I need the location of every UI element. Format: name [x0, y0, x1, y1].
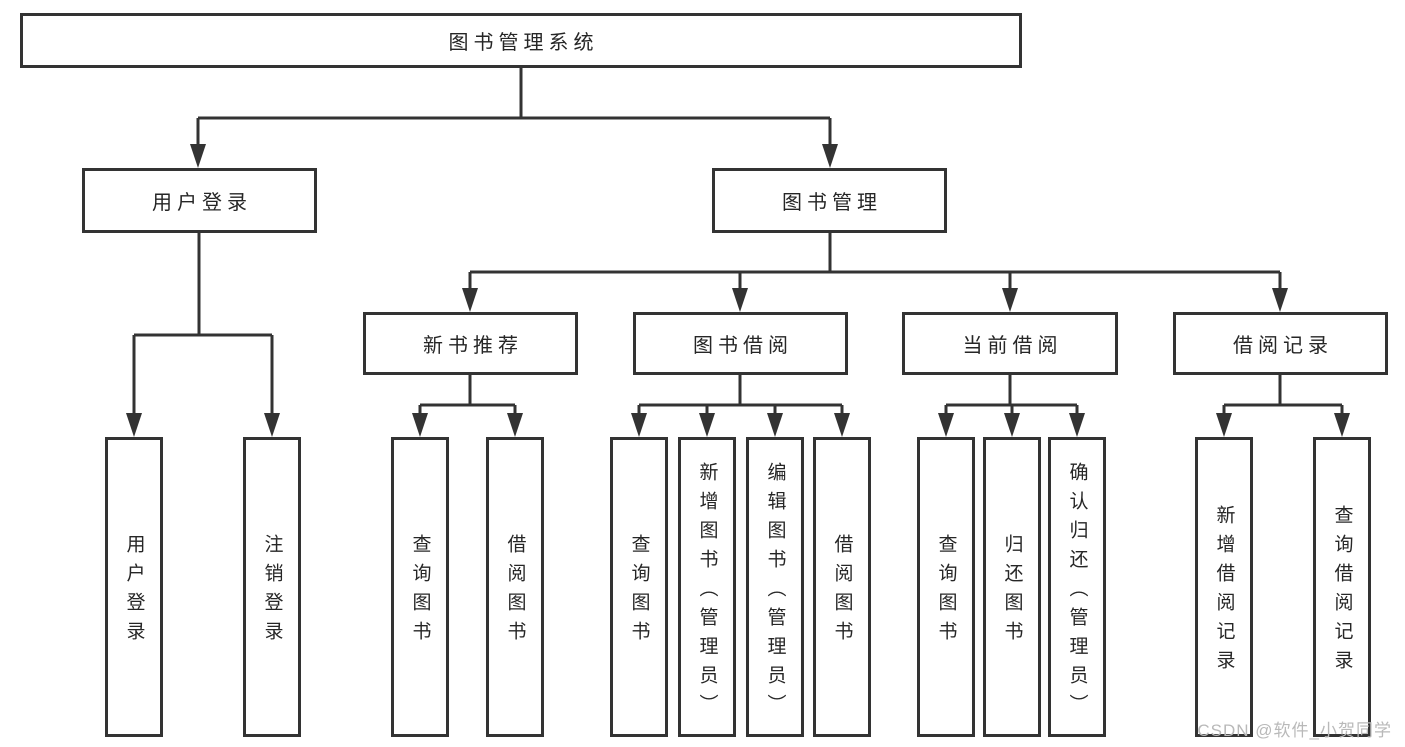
leaf-query-books-borrow: 查询图书: [610, 437, 668, 737]
leaf-label: 查询图书: [628, 534, 650, 650]
leaf-query-books-recommend: 查询图书: [391, 437, 449, 737]
leaf-borrow-books-recommend: 借阅图书: [486, 437, 544, 737]
node-borrow-records: 借阅记录: [1173, 312, 1388, 375]
leaf-label: 查询图书: [409, 534, 431, 650]
leaf-label: 用户登录: [123, 534, 145, 650]
leaf-edit-book-admin: 编辑图书（管理员）: [746, 437, 804, 737]
node-book-management: 图书管理: [712, 168, 947, 233]
leaf-confirm-return-admin: 确认归还（管理员）: [1048, 437, 1106, 737]
leaf-borrow-books: 借阅图书: [813, 437, 871, 737]
leaf-label: 归还图书: [1001, 534, 1023, 650]
leaf-label: 借阅图书: [831, 534, 853, 650]
leaf-label: 编辑图书（管理员）: [764, 461, 786, 723]
node-library-system: 图书管理系统: [20, 13, 1022, 68]
leaf-add-book-admin: 新增图书（管理员）: [678, 437, 736, 737]
leaf-add-borrow-record: 新增借阅记录: [1195, 437, 1253, 737]
leaf-user-login: 用户登录: [105, 437, 163, 737]
node-current-borrow: 当前借阅: [902, 312, 1118, 375]
leaf-query-books-current: 查询图书: [917, 437, 975, 737]
leaf-query-borrow-record: 查询借阅记录: [1313, 437, 1371, 737]
node-user-login: 用户登录: [82, 168, 317, 233]
leaf-label: 注销登录: [261, 534, 283, 650]
leaf-label: 新增图书（管理员）: [696, 461, 718, 723]
node-book-borrow: 图书借阅: [633, 312, 848, 375]
leaf-label: 新增借阅记录: [1213, 505, 1235, 679]
leaf-label: 查询图书: [935, 534, 957, 650]
csdn-watermark: CSDN @软件_小贺同学: [1197, 721, 1392, 740]
leaf-label: 借阅图书: [504, 534, 526, 650]
leaf-label: 确认归还（管理员）: [1066, 461, 1088, 723]
leaf-return-book: 归还图书: [983, 437, 1041, 737]
node-new-book-recommend: 新书推荐: [363, 312, 578, 375]
leaf-label: 查询借阅记录: [1331, 505, 1353, 679]
leaf-logout: 注销登录: [243, 437, 301, 737]
